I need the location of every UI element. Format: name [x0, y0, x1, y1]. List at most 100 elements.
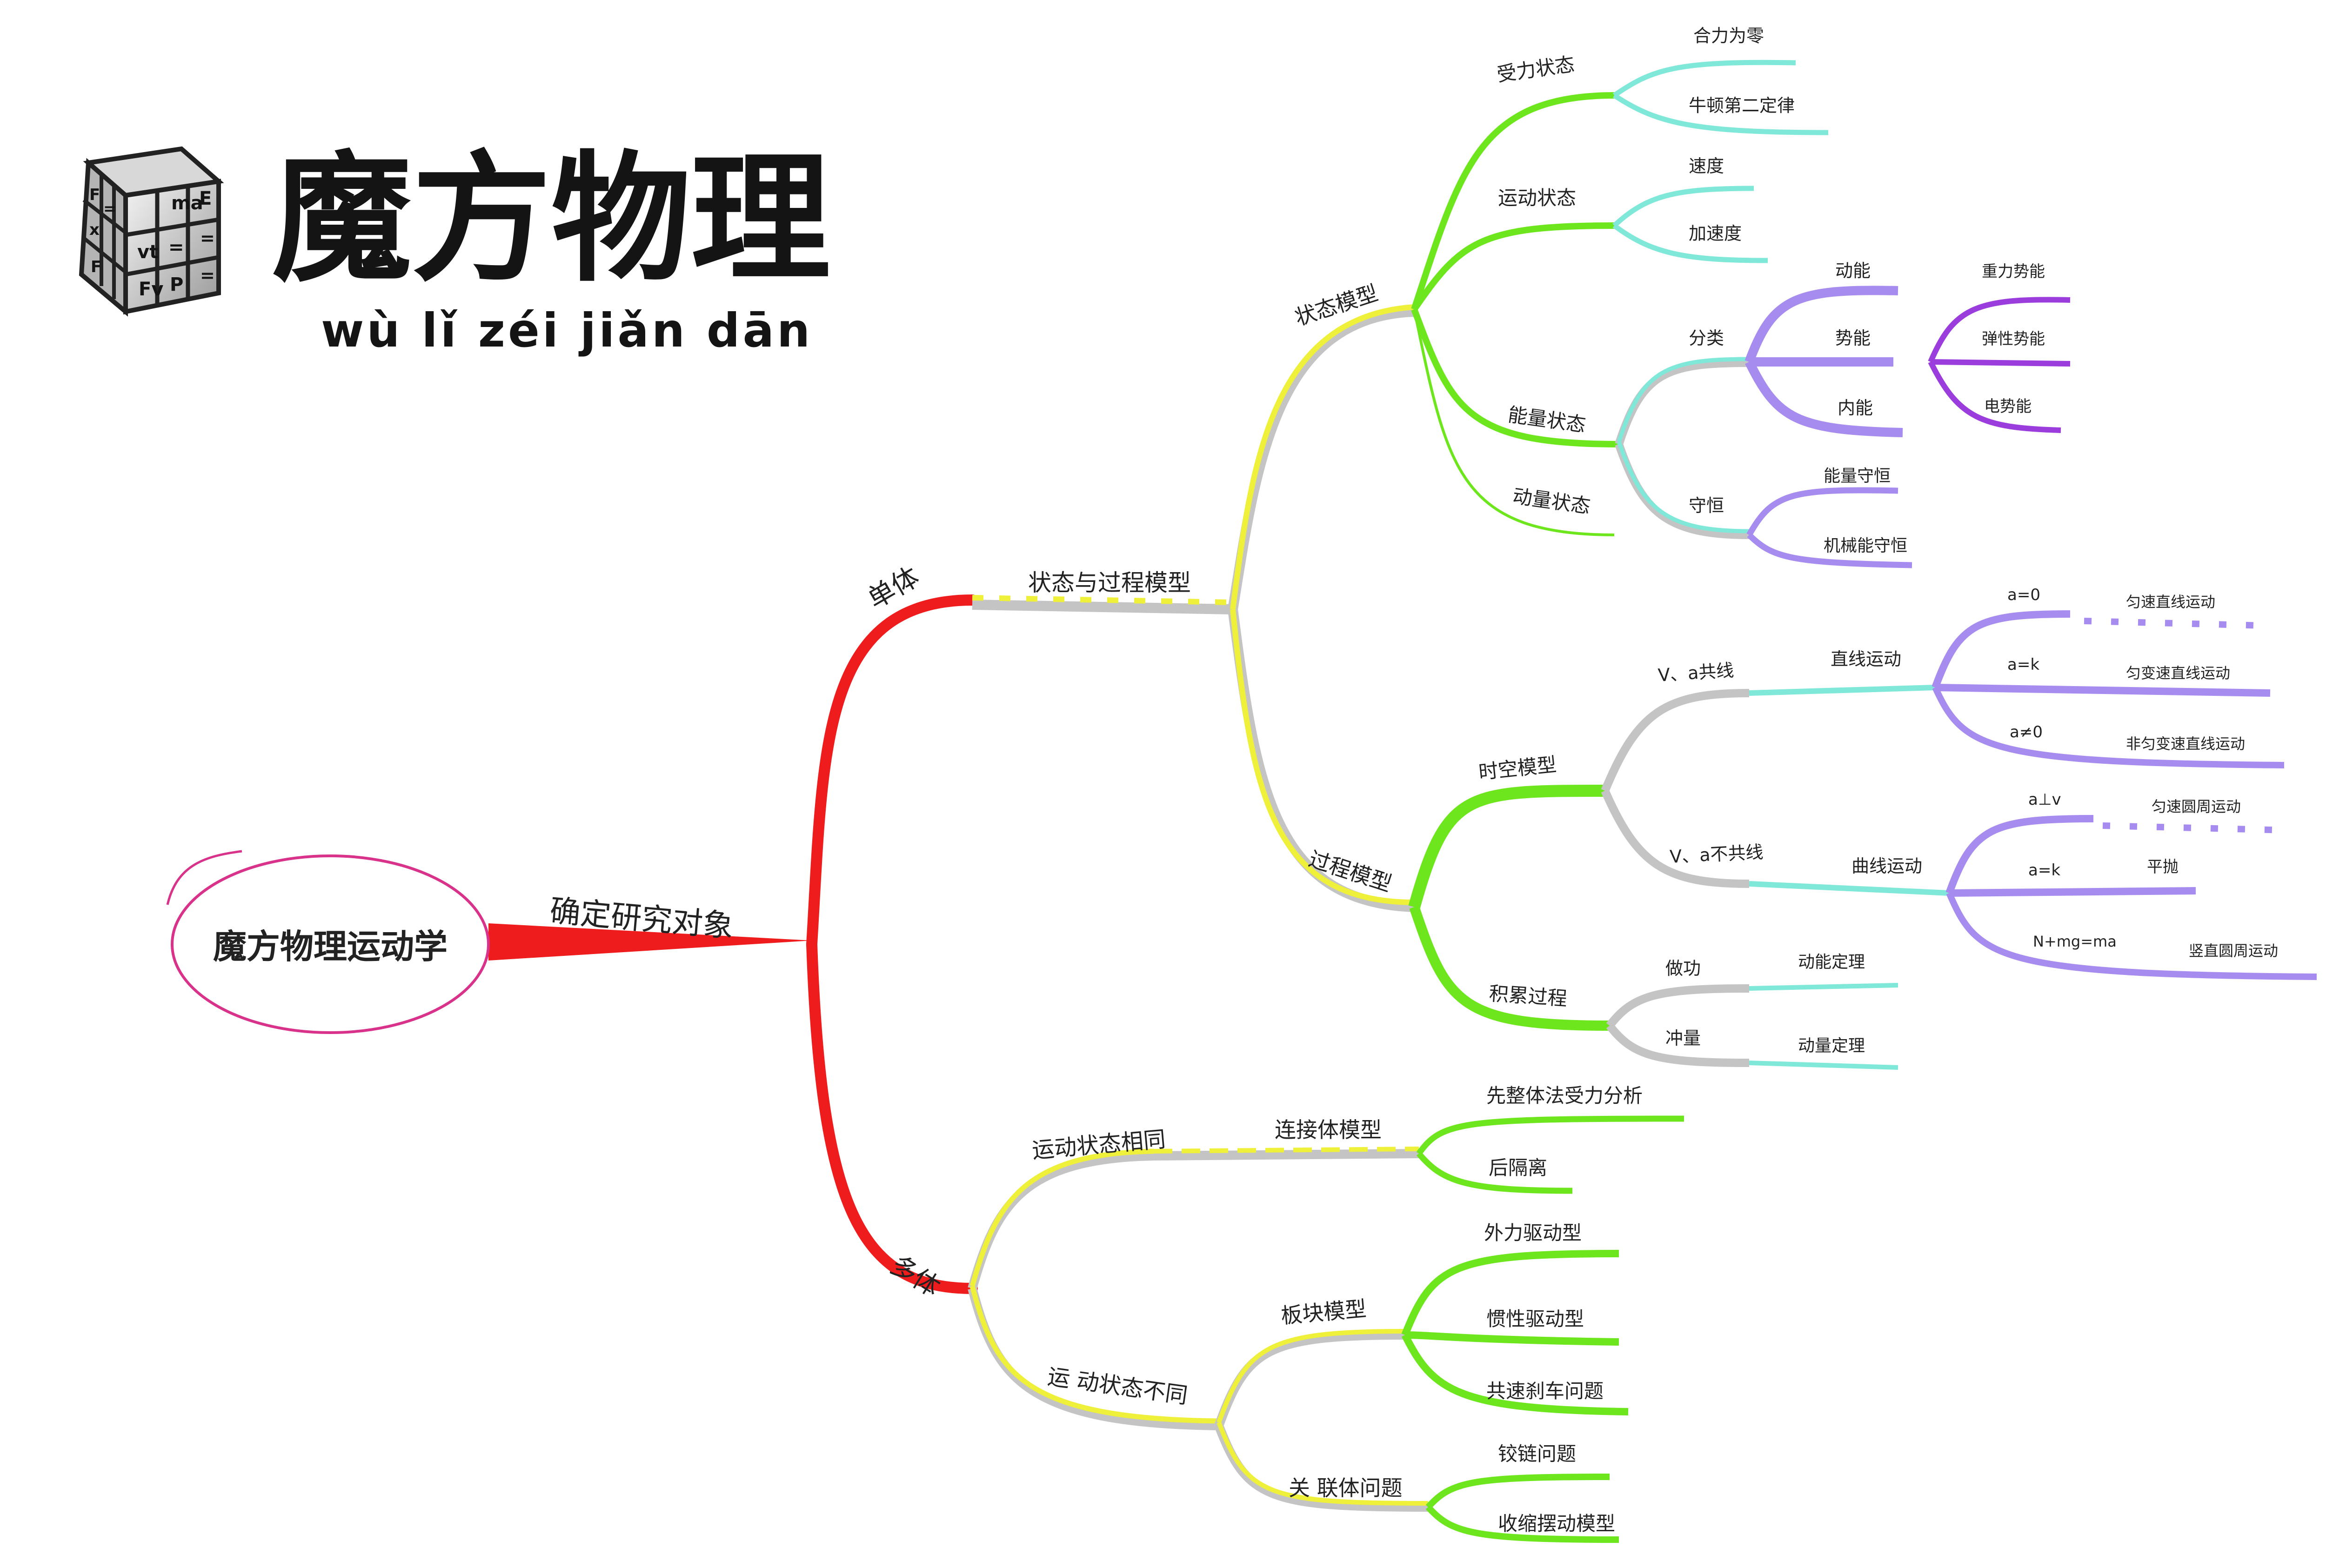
branch-linkage-hl: [1216, 1421, 1429, 1506]
branch-net-zero: [1612, 60, 1796, 98]
branch-uniform-dash: [2084, 618, 2266, 629]
branch-kinetic: [1744, 286, 1898, 364]
node-uniform-circular[interactable]: 匀速圆周运动: [2152, 798, 2241, 815]
branch-work: [1606, 984, 1750, 1028]
node-aperp[interactable]: a⊥v: [2028, 790, 2061, 809]
node-mech-conservation[interactable]: 机械能守恒: [1824, 536, 1907, 555]
brand-pinyin: wù lǐ zéi jiǎn dān: [321, 303, 813, 358]
node-common-brake[interactable]: 共速刹车问题: [1486, 1380, 1604, 1402]
node-isolate-after[interactable]: 后隔离: [1489, 1156, 1547, 1179]
node-nmg[interactable]: N+mg=ma: [2033, 933, 2117, 950]
node-curve-motion[interactable]: 曲线运动: [1851, 856, 1922, 876]
node-gravity-pe[interactable]: 重力势能: [1982, 262, 2045, 281]
node-external-drive[interactable]: 外力驱动型: [1484, 1221, 1582, 1244]
branch-energy-cons: [1746, 487, 1898, 537]
branch-ak2: [1949, 887, 2196, 897]
branch-ke-theorem: [1749, 983, 1898, 991]
brand-title: 魔方物理: [272, 138, 830, 300]
branch-newton2: [1612, 93, 1829, 135]
node-multi[interactable]: 多体: [885, 1250, 945, 1303]
branch-motion-state: [1411, 222, 1615, 311]
branch-collinear: [1601, 689, 1750, 793]
branch-single: [806, 594, 978, 950]
node-velocity[interactable]: 速度: [1689, 156, 1724, 176]
node-whole-first[interactable]: 先整体法受力分析: [1486, 1084, 1643, 1107]
cube-symbol: =: [200, 228, 215, 248]
node-uniform-accel[interactable]: 匀变速直线运动: [2126, 664, 2230, 682]
branch-whole-first: [1416, 1115, 1684, 1155]
node-aneq0[interactable]: a≠0: [2010, 723, 2043, 741]
node-state-process[interactable]: 状态与过程模型: [1028, 569, 1191, 596]
branch-circular-dash: [2102, 822, 2289, 834]
node-accumulation[interactable]: 积累过程: [1488, 982, 1568, 1010]
cube-symbol: =: [103, 200, 117, 218]
branch-hinge: [1425, 1474, 1610, 1509]
node-work[interactable]: 做功: [1665, 958, 1701, 979]
branch-same-state-hl: [969, 1148, 1154, 1287]
node-elastic-pe[interactable]: 弹性势能: [1982, 330, 2045, 348]
node-shrink-swing[interactable]: 收缩摆动模型: [1498, 1512, 1615, 1535]
node-connected[interactable]: 连接体模型: [1275, 1117, 1382, 1142]
node-energy-conservation[interactable]: 能量守恒: [1824, 467, 1891, 486]
cube-symbol: F: [91, 258, 101, 276]
node-inertia-drive[interactable]: 惯性驱动型: [1486, 1308, 1584, 1330]
node-kinetic[interactable]: 动能: [1835, 260, 1871, 281]
cube-symbol: P: [170, 274, 183, 295]
node-ak1[interactable]: a=k: [2007, 655, 2039, 674]
branch-accumulation: [1409, 905, 1610, 1031]
branch-curve-motion: [1749, 881, 1950, 896]
cube-symbol: vt: [137, 241, 158, 263]
branch-electric-pe: [1928, 360, 2061, 433]
node-internal[interactable]: 内能: [1838, 398, 1873, 418]
node-projectile[interactable]: 平抛: [2147, 858, 2179, 876]
branch-gravity-pe: [1928, 297, 2071, 363]
node-collinear[interactable]: V、a共线: [1658, 660, 1735, 686]
branches: [488, 60, 2317, 1543]
branch-board-hl: [1216, 1329, 1405, 1423]
node-vertical-circle[interactable]: 竖直圆周运动: [2189, 942, 2278, 960]
branch-acceleration: [1612, 223, 1768, 263]
node-momentum-state[interactable]: 动量状态: [1511, 484, 1592, 518]
node-electric-pe[interactable]: 电势能: [1984, 397, 2032, 416]
node-acceleration[interactable]: 加速度: [1689, 223, 1742, 244]
branch-linear-motion: [1749, 685, 1936, 696]
branch-classify-hl: [1617, 357, 1750, 443]
branch-impulse: [1606, 1023, 1750, 1067]
node-impulse[interactable]: 冲量: [1665, 1028, 1701, 1048]
node-uniform-linear[interactable]: 匀速直线运动: [2126, 593, 2215, 611]
branch-nmg: [1946, 892, 2317, 980]
root-ellipse: [171, 854, 490, 1034]
node-classify[interactable]: 分类: [1689, 328, 1724, 348]
node-ke-theorem[interactable]: 动能定理: [1798, 953, 1865, 972]
branch-velocity: [1612, 186, 1754, 228]
root-node[interactable]: 魔方物理运动学: [166, 850, 490, 1034]
branch-same-state: [968, 1151, 1154, 1290]
branch-elastic-pe: [1930, 359, 2071, 367]
node-motion-state[interactable]: 运动状态: [1498, 187, 1576, 209]
node-a0[interactable]: a=0: [2007, 586, 2040, 604]
node-net-force-zero[interactable]: 合力为零: [1693, 26, 1764, 46]
node-potential[interactable]: 势能: [1835, 328, 1871, 348]
node-hinge[interactable]: 铰链问题: [1498, 1442, 1576, 1465]
root-label: 魔方物理运动学: [213, 927, 448, 966]
node-newton2[interactable]: 牛顿第二定律: [1689, 95, 1795, 116]
branch-momentum-state: [1413, 309, 1615, 536]
node-nonuniform-accel[interactable]: 非匀变速直线运动: [2126, 735, 2245, 753]
node-spacetime[interactable]: 时空模型: [1477, 753, 1557, 784]
branch-external: [1401, 1250, 1619, 1336]
branch-force-state: [1411, 92, 1615, 311]
node-momentum-theorem[interactable]: 动量定理: [1798, 1036, 1865, 1055]
node-board-block[interactable]: 板块模型: [1280, 1296, 1367, 1328]
node-ak2[interactable]: a=k: [2028, 861, 2060, 880]
node-linkage[interactable]: 关 联体问题: [1289, 1475, 1403, 1501]
branch-process-model-hl: [1230, 609, 1415, 905]
node-energy-state[interactable]: 能量状态: [1507, 403, 1587, 436]
branch-multi: [806, 939, 978, 1294]
cube-symbol: F: [89, 186, 100, 204]
branch-energy-state: [1411, 308, 1619, 447]
node-linear-motion[interactable]: 直线运动: [1831, 649, 1901, 669]
node-conserve[interactable]: 守恒: [1689, 495, 1724, 516]
node-force-state[interactable]: 受力状态: [1496, 53, 1576, 86]
node-noncollinear[interactable]: V、a不共线: [1669, 842, 1764, 867]
